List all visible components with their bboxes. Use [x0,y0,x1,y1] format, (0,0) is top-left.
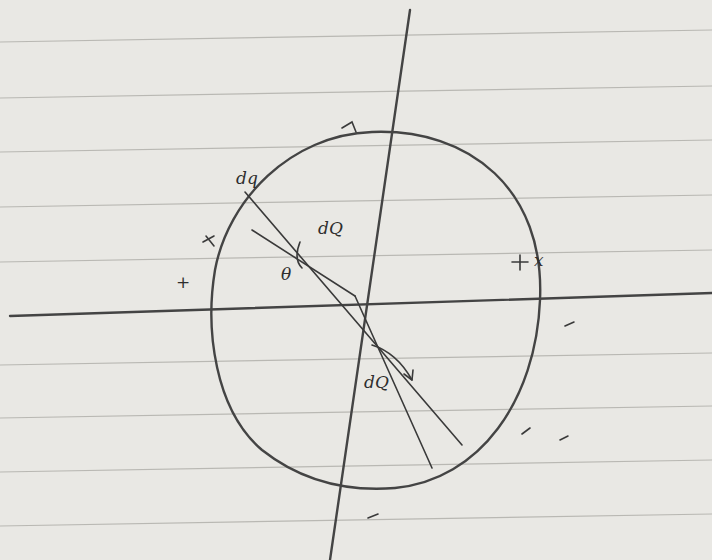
angle-symbol: θ [281,266,291,283]
angle-element-label: dQ [364,374,389,391]
sign-mark: + [176,274,190,291]
radius-label: x [534,252,544,269]
arc-element-label: dq [236,170,258,187]
angle-element-label: dQ [318,220,343,237]
